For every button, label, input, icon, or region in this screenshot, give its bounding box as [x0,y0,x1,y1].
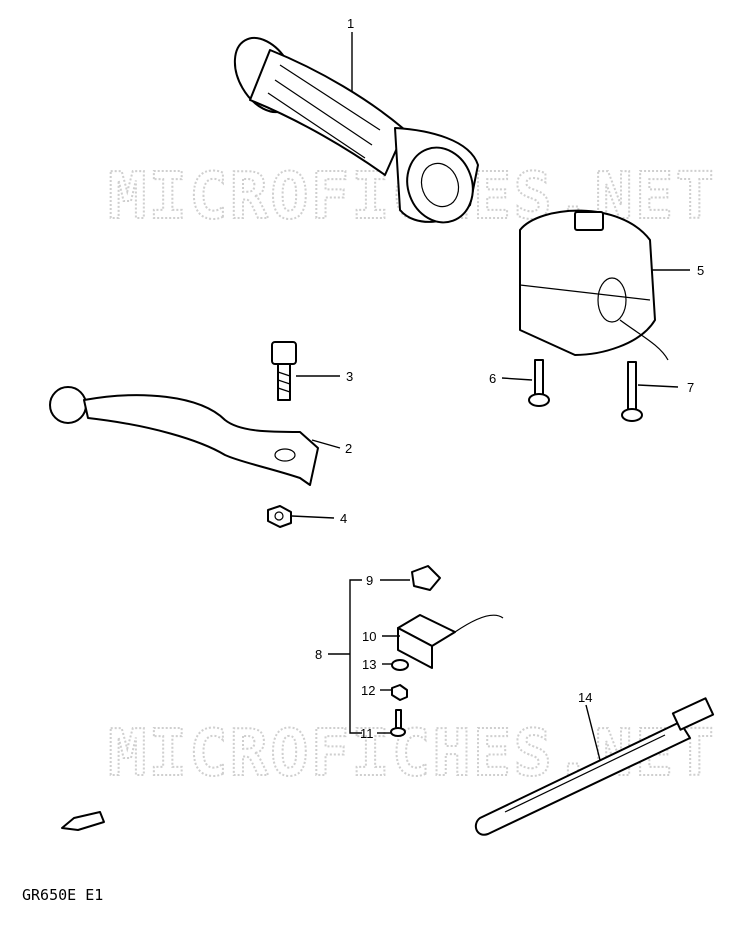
callout-10: 10 [362,629,376,644]
callout-9: 9 [366,573,373,588]
housing-screw-short-part[interactable] [528,359,550,407]
cable-tie-part[interactable] [474,697,715,836]
brake-lever-part[interactable] [49,386,319,486]
housing-screw-long-part[interactable] [621,361,643,422]
callout-14: 14 [578,690,592,705]
callout-1: 1 [347,16,354,31]
washer-part[interactable] [391,659,409,671]
callout-11: 11 [360,726,374,741]
callout-4: 4 [340,511,347,526]
fwd-label: FWD [78,814,94,826]
brake-switch-part[interactable] [397,614,504,669]
callout-3: 3 [346,369,353,384]
lever-nut-part[interactable] [267,505,292,528]
clamp-part[interactable] [411,565,441,591]
lever-bolt-part[interactable] [271,341,297,401]
callout-8: 8 [315,647,322,662]
callout-7: 7 [687,380,694,395]
callout-13: 13 [362,657,376,672]
small-screw-part[interactable] [390,709,406,737]
callout-6: 6 [489,371,496,386]
small-nut-part[interactable] [391,684,408,701]
throttle-grip-part[interactable] [222,27,483,231]
callout-5: 5 [697,263,704,278]
switch-housing-part[interactable] [519,209,669,361]
callout-12: 12 [361,683,375,698]
forward-arrow-icon: FWD [61,811,105,831]
model-code: GR650E E1 [22,886,103,904]
leader-lines [291,32,690,761]
callout-2: 2 [345,441,352,456]
